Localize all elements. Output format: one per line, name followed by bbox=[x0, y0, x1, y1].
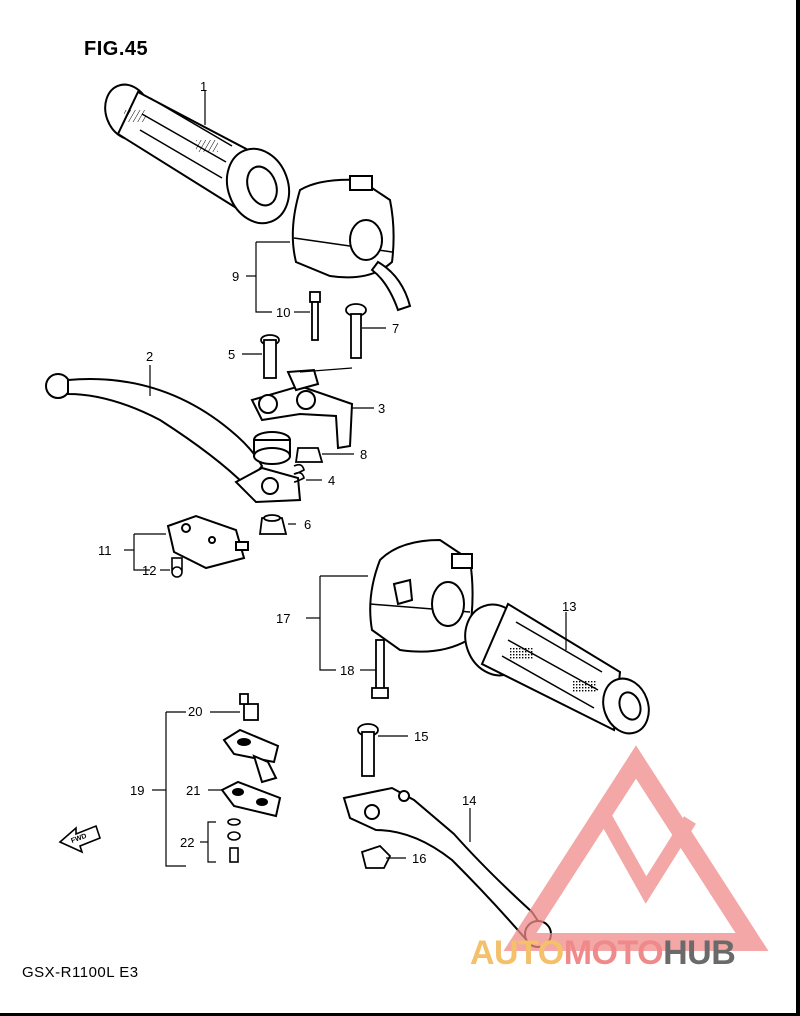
nut-8-part bbox=[294, 447, 324, 463]
callout-1: 1 bbox=[200, 79, 208, 94]
adjuster-knob-part bbox=[253, 431, 291, 465]
lever-bracket-part bbox=[250, 368, 354, 450]
watermark-part-auto: AUTO bbox=[470, 934, 564, 972]
right-grip-part bbox=[464, 602, 650, 735]
callout-21: 21 bbox=[186, 783, 201, 798]
callout-9: 9 bbox=[232, 269, 240, 284]
callout-12: 12 bbox=[142, 563, 157, 578]
fitting-20-part bbox=[239, 693, 259, 721]
page-border-right bbox=[796, 0, 800, 1016]
screw-12-part bbox=[171, 557, 183, 578]
clamp-21-part bbox=[220, 780, 282, 818]
nut-16-part bbox=[360, 844, 392, 869]
bolt-5-part bbox=[260, 334, 280, 379]
screw-10-part bbox=[309, 291, 321, 341]
callout-10: 10 bbox=[276, 305, 291, 320]
screw-18-part bbox=[371, 639, 389, 699]
callout-8: 8 bbox=[360, 447, 368, 462]
left-switch-housing-part bbox=[291, 175, 412, 312]
bolt-15-part bbox=[357, 723, 379, 777]
clutch-lever-part bbox=[45, 373, 302, 504]
callout-15: 15 bbox=[414, 729, 429, 744]
callout-16: 16 bbox=[412, 851, 427, 866]
callout-19: 19 bbox=[130, 783, 145, 798]
triangle-m-logo bbox=[503, 745, 769, 951]
spring-4-part bbox=[293, 463, 305, 483]
callout-13: 13 bbox=[562, 599, 577, 614]
callout-4: 4 bbox=[328, 473, 336, 488]
forward-arrow-icon bbox=[58, 824, 101, 854]
clutch-switch-part bbox=[166, 514, 249, 570]
callout-17: 17 bbox=[276, 611, 291, 626]
watermark-part-hub: HUB bbox=[663, 934, 736, 972]
holder-part bbox=[222, 728, 280, 784]
screw-7-part bbox=[345, 303, 367, 359]
callout-18: 18 bbox=[340, 663, 355, 678]
callout-22: 22 bbox=[180, 835, 195, 850]
callout-7: 7 bbox=[392, 321, 400, 336]
watermark-text: AUTOMOTOHUB bbox=[470, 934, 736, 973]
callout-20: 20 bbox=[188, 704, 203, 719]
nut-6-part bbox=[258, 514, 288, 535]
callout-5: 5 bbox=[228, 347, 236, 362]
callout-6: 6 bbox=[304, 517, 312, 532]
callout-14: 14 bbox=[462, 793, 477, 808]
left-grip-part bbox=[104, 83, 291, 225]
screw-22-part bbox=[227, 818, 241, 863]
page-border-bottom bbox=[0, 1013, 800, 1016]
callout-2: 2 bbox=[146, 349, 154, 364]
watermark-part-moto: MOTO bbox=[563, 934, 664, 972]
callout-11: 11 bbox=[98, 543, 112, 558]
figure-title: FIG.45 bbox=[84, 38, 149, 60]
callout-3: 3 bbox=[378, 401, 386, 416]
right-switch-housing-part bbox=[369, 538, 474, 653]
model-code: GSX-R1100L E3 bbox=[22, 964, 139, 981]
